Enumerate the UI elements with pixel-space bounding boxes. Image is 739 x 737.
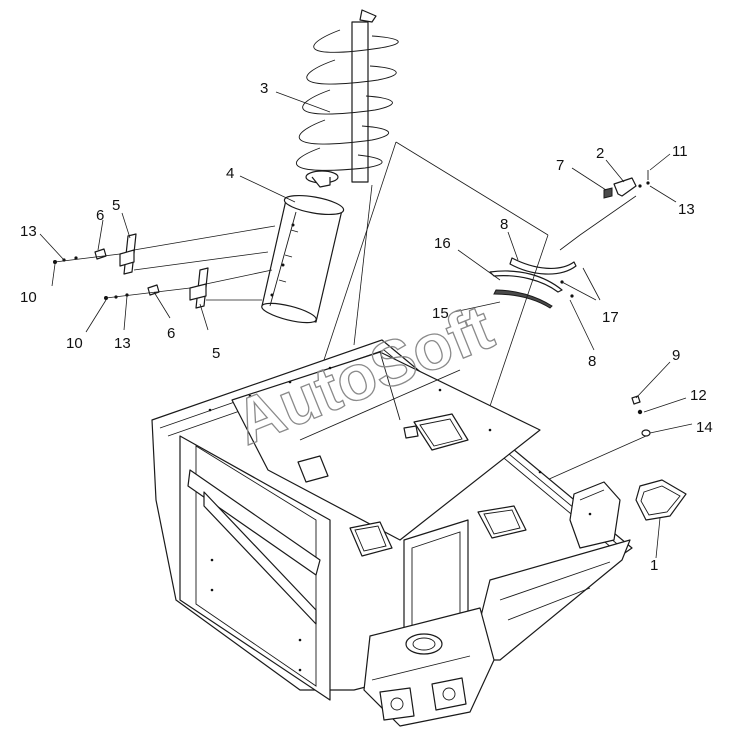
callout-leaders: [39, 91, 693, 559]
callout-12: 12: [690, 387, 707, 404]
callout-5-lower: 5: [212, 345, 220, 362]
callout-4: 4: [226, 165, 234, 182]
callout-10-upper: 10: [20, 289, 37, 306]
auger-screw: [296, 9, 399, 188]
hopper-body: [151, 339, 633, 727]
callout-2: 2: [596, 145, 604, 162]
callout-3: 3: [260, 80, 268, 97]
callout-15: 15: [432, 305, 449, 322]
upper-clamp-assembly: [53, 225, 276, 275]
callout-labels: 3 4 5 5 6 6 13 13 13 10 10 7 2 11 8 8 16…: [20, 80, 713, 574]
auger-tube: [261, 194, 345, 324]
callout-16: 16: [434, 235, 451, 252]
callout-7: 7: [556, 157, 564, 174]
callout-13-lower: 13: [114, 335, 131, 352]
callout-13-left: 13: [20, 223, 37, 240]
callout-8-upper: 8: [500, 216, 508, 233]
callout-1: 1: [650, 557, 658, 574]
curved-strips: [489, 257, 601, 309]
cover-plate: [635, 479, 687, 521]
callout-11: 11: [672, 143, 688, 160]
callout-5-upper: 5: [112, 197, 120, 214]
callout-14: 14: [696, 419, 713, 436]
callout-9: 9: [672, 347, 680, 364]
callout-17: 17: [602, 309, 619, 326]
callout-6-upper: 6: [96, 207, 104, 224]
callout-6-lower: 6: [167, 325, 175, 342]
callout-10-lower: 10: [66, 335, 83, 352]
lower-clamp-assembly: [104, 267, 273, 309]
callout-8-lower: 8: [588, 353, 596, 370]
bracket-assembly: [559, 170, 650, 251]
callout-13-right: 13: [678, 201, 695, 218]
